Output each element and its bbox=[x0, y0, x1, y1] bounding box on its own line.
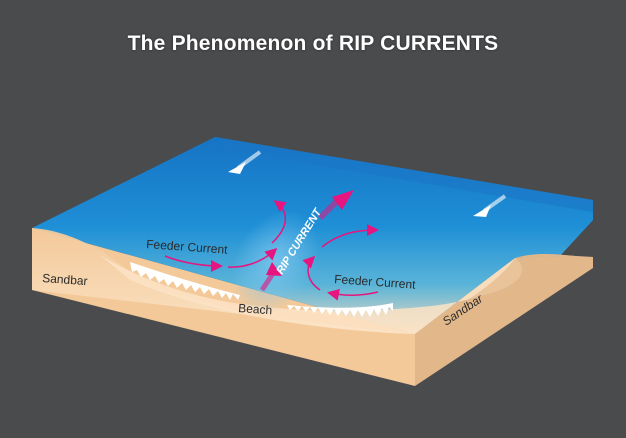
wave-arrow-left bbox=[228, 150, 262, 174]
eddy-arrow-right bbox=[321, 224, 379, 248]
beach-label: Beach bbox=[238, 301, 273, 317]
feeder-current-left-arrows bbox=[164, 247, 278, 272]
feeder-current-left-label: Feeder Current bbox=[146, 237, 229, 257]
beach-sand-surface bbox=[32, 228, 593, 334]
surf-foam bbox=[130, 262, 393, 317]
eddy-arrow-left bbox=[271, 200, 287, 244]
wave-arrow-right bbox=[473, 194, 507, 217]
feeder-current-right-label: Feeder Current bbox=[334, 272, 417, 292]
rip-current-arrows bbox=[259, 190, 354, 292]
feeder-current-right-arrows bbox=[302, 255, 379, 301]
rip-current-channel bbox=[230, 210, 320, 314]
sandbar-left-label: Sandbar bbox=[42, 271, 88, 288]
diagram-title: The Phenomenon of RIP CURRENTS bbox=[127, 32, 499, 55]
